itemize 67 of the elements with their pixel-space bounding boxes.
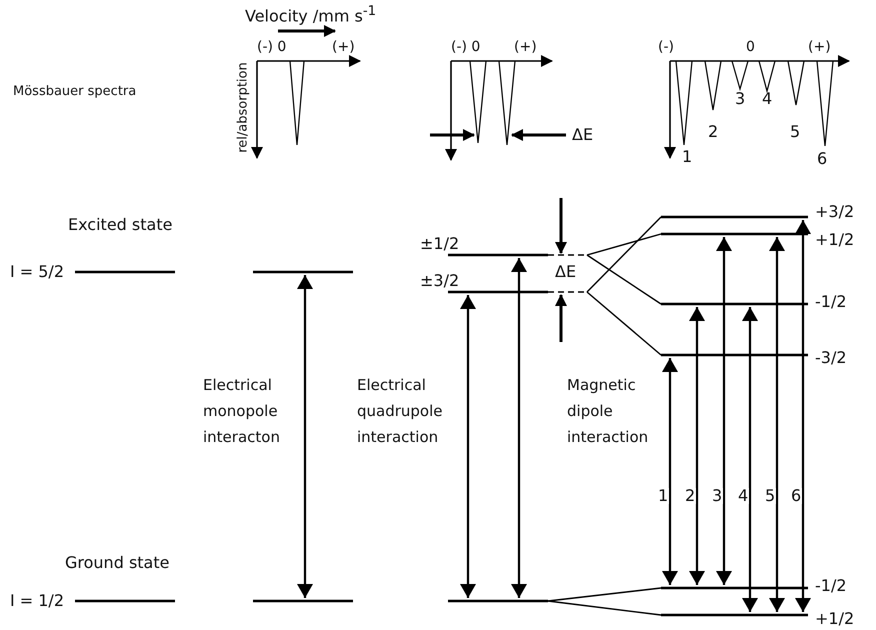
transition-arrow [662, 358, 678, 585]
energy-level [75, 269, 175, 275]
dimension-label: ΔE [572, 127, 594, 143]
interaction-label: Magnetic dipole interaction [567, 375, 650, 448]
peak-number: 5 [790, 124, 800, 140]
energy-level [448, 598, 548, 604]
edge-label: 1 [657, 488, 670, 504]
splitting-line [548, 600, 662, 616]
edge-label: 3 [711, 488, 724, 504]
transition-arrow [742, 307, 758, 612]
tick-label: (-) 0 [257, 40, 286, 54]
energy-level [448, 252, 587, 258]
axis-title: rel/absorption [236, 61, 250, 155]
transition-arrow [795, 220, 811, 612]
energy-level [661, 301, 808, 307]
level-label: +3/2 [815, 204, 854, 220]
edge-label: 6 [790, 488, 802, 504]
interaction-label: Electrical monopole interacton [203, 375, 281, 448]
level-label: -1/2 [815, 578, 847, 594]
edge-label: 5 [764, 488, 776, 504]
energy-level [661, 585, 808, 591]
splitting-line [586, 216, 662, 292]
level-label: -3/2 [815, 350, 847, 366]
splitting-line [586, 291, 662, 356]
peak-number: 3 [735, 91, 746, 107]
edge-label: 4 [737, 488, 750, 504]
tick-label: (+) [514, 40, 537, 54]
energy-level [661, 231, 808, 237]
tick-label: (+) [808, 40, 831, 54]
peak-number: 2 [708, 124, 718, 140]
tick-label: (-) [658, 40, 674, 54]
splitting-line [586, 233, 662, 256]
tick-label: (-) 0 [451, 40, 480, 54]
state-label: Excited state [68, 217, 172, 233]
transition-arrow [716, 237, 732, 585]
peak-number: 1 [682, 149, 692, 165]
energy-level [661, 612, 808, 618]
transition-arrow [769, 237, 785, 612]
transition-arrow [511, 258, 527, 598]
level-label: +1/2 [815, 232, 854, 248]
energy-level [253, 269, 353, 275]
level-label: -1/2 [815, 294, 847, 310]
edge-label: 2 [684, 488, 696, 504]
transition-arrow [297, 275, 313, 598]
level-label: I = 1/2 [10, 593, 64, 609]
dimension-label: ΔE [555, 264, 576, 280]
transition-arrow [460, 295, 476, 598]
level-label: I = 5/2 [10, 264, 64, 280]
tick-label: (+) [332, 40, 355, 54]
energy-level [661, 352, 808, 358]
transition-arrow [689, 307, 705, 585]
axis-title: Velocity /mm s$^{-1}$ [245, 5, 376, 24]
level-label: +1/2 [815, 611, 854, 627]
peak-number: 4 [762, 91, 772, 107]
interaction-label: Electrical quadrupole interaction [357, 375, 444, 448]
splitting-line [586, 254, 662, 305]
level-label: ±1/2 [420, 236, 460, 252]
level-label: ±3/2 [420, 273, 460, 289]
splitting-line [548, 587, 662, 602]
energy-level [75, 598, 175, 604]
energy-level [448, 289, 587, 295]
state-label: Ground state [65, 555, 170, 571]
tick-label: 0 [746, 40, 755, 54]
energy-level [661, 214, 808, 220]
axis-title: Mössbauer spectra [13, 85, 136, 98]
energy-level [253, 598, 353, 604]
peak-number: 6 [817, 151, 828, 167]
